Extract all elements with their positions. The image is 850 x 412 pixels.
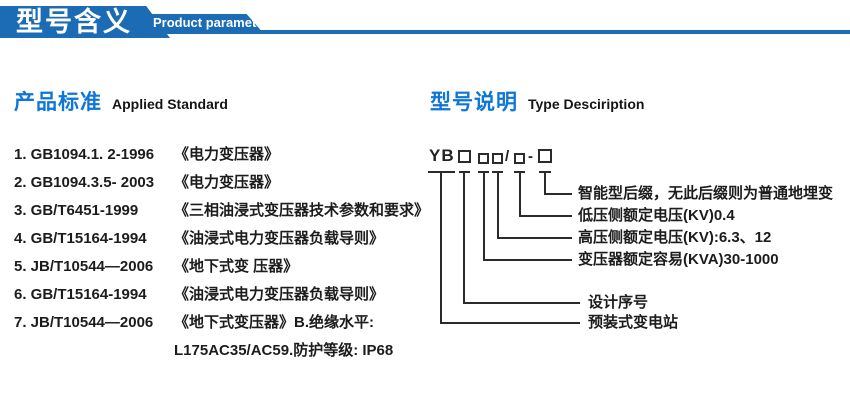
- standard-desc: 《电力变压器》: [174, 146, 280, 163]
- model-code-box: [492, 153, 503, 164]
- diagram-label-low-voltage: 低压侧额定电压(KV)0.4: [578, 207, 735, 224]
- list-item: 3. GB/T6451-1999 《三相油浸式变压器技术参数和要求》: [14, 197, 444, 225]
- connector-line: [483, 259, 572, 261]
- connector-tick: [539, 171, 551, 173]
- type-description-title-zh: 型号说明: [430, 91, 518, 114]
- banner-underline: [0, 30, 850, 34]
- standard-code: 3. GB/T6451-1999: [14, 202, 139, 219]
- connector-tick: [459, 171, 470, 173]
- banner-subtitle-ribbon: [140, 14, 264, 34]
- standard-code: 6. GB/T15164-1994: [14, 286, 147, 303]
- banner-title-block: [0, 6, 170, 38]
- model-code-box: [514, 153, 525, 164]
- model-code-box: [478, 153, 489, 164]
- standard-desc: 《地下式变压器》B.绝缘水平:: [174, 314, 374, 331]
- connector-line: [483, 173, 485, 261]
- connector-line: [544, 173, 546, 195]
- prefix-underline: [428, 171, 455, 173]
- standard-desc: 《三相油浸式变压器技术参数和要求》: [174, 202, 430, 219]
- model-code-box: [538, 149, 552, 163]
- connector-tick: [514, 171, 525, 173]
- standard-desc: 《电力变压器》: [174, 174, 280, 191]
- applied-standard-header: 产品标准 Applied Standard: [14, 86, 228, 116]
- standard-code: 7. JB/T10544—2006: [14, 314, 154, 331]
- connector-line: [519, 173, 521, 217]
- standard-desc: 《油浸式电力变压器负载导则》: [174, 286, 385, 303]
- connector-tick: [478, 171, 489, 173]
- connector-line: [519, 215, 572, 217]
- connector-line: [463, 173, 465, 304]
- connector-line: [544, 193, 572, 195]
- list-item: 6. GB/T15164-1994 《油浸式电力变压器负载导则》: [14, 281, 444, 309]
- standard-code: 5. JB/T10544—2006: [14, 258, 154, 275]
- diagram-label-smart-suffix: 智能型后缀，无此后缀则为普通地埋变: [578, 185, 834, 202]
- applied-standard-title-zh: 产品标准: [14, 91, 102, 114]
- slash-separator: /: [505, 148, 510, 165]
- diagram-label-high-voltage: 高压侧额定电压(KV):6.3、12: [578, 229, 772, 246]
- diagram-label-design-serial: 设计序号: [588, 294, 649, 311]
- list-item: 4. GB/T15164-1994 《油浸式电力变压器负载导则》: [14, 225, 444, 253]
- standard-continuation: L175AC35/AC59.防护等级: IP68: [174, 342, 394, 359]
- list-item: 5. JB/T10544—2006 《地下式变 压器》: [14, 253, 444, 281]
- model-prefix: YB: [429, 146, 455, 165]
- standard-code: 4. GB/T15164-1994: [14, 230, 147, 247]
- connector-line: [463, 302, 580, 304]
- standard-code: 1. GB1094.1. 2-1996: [14, 146, 155, 163]
- diagram-label-prefab-substation: 预装式变电站: [588, 314, 679, 331]
- type-description-title-en: Type Desciription: [528, 96, 645, 112]
- diagram-label-capacity: 变压器额定容易(KVA)30-1000: [578, 251, 779, 268]
- applied-standard-title-en: Applied Standard: [112, 96, 228, 112]
- standard-code: 2. GB1094.3.5- 2003: [14, 174, 155, 191]
- type-description-header: 型号说明 Type Desciription: [430, 86, 644, 116]
- connector-tick: [492, 171, 503, 173]
- dash-separator: -: [528, 148, 533, 165]
- standards-list: 1. GB1094.1. 2-1996 《电力变压器》 2. GB1094.3.5…: [14, 141, 444, 365]
- standard-desc: 《地下式变 压器》: [174, 258, 299, 275]
- list-item: 2. GB1094.3.5- 2003 《电力变压器》: [14, 169, 444, 197]
- connector-line: [497, 173, 499, 239]
- page-subtitle: Product parameters: [153, 15, 276, 30]
- standard-desc: 《油浸式电力变压器负载导则》: [174, 230, 385, 247]
- connector-line: [440, 173, 442, 323]
- model-code-diagram: YB / - 智能型后缀，无此后缀则为普通地埋变 低压侧额定电压(KV)0.4 …: [428, 144, 848, 344]
- connector-line: [440, 322, 580, 324]
- page-title: 型号含义: [16, 7, 132, 37]
- model-code-box: [458, 150, 471, 163]
- connector-line: [497, 237, 572, 239]
- list-item: 7. JB/T10544—2006 《地下式变压器》B.绝缘水平:: [14, 309, 444, 337]
- list-item: 1. GB1094.1. 2-1996 《电力变压器》: [14, 141, 444, 169]
